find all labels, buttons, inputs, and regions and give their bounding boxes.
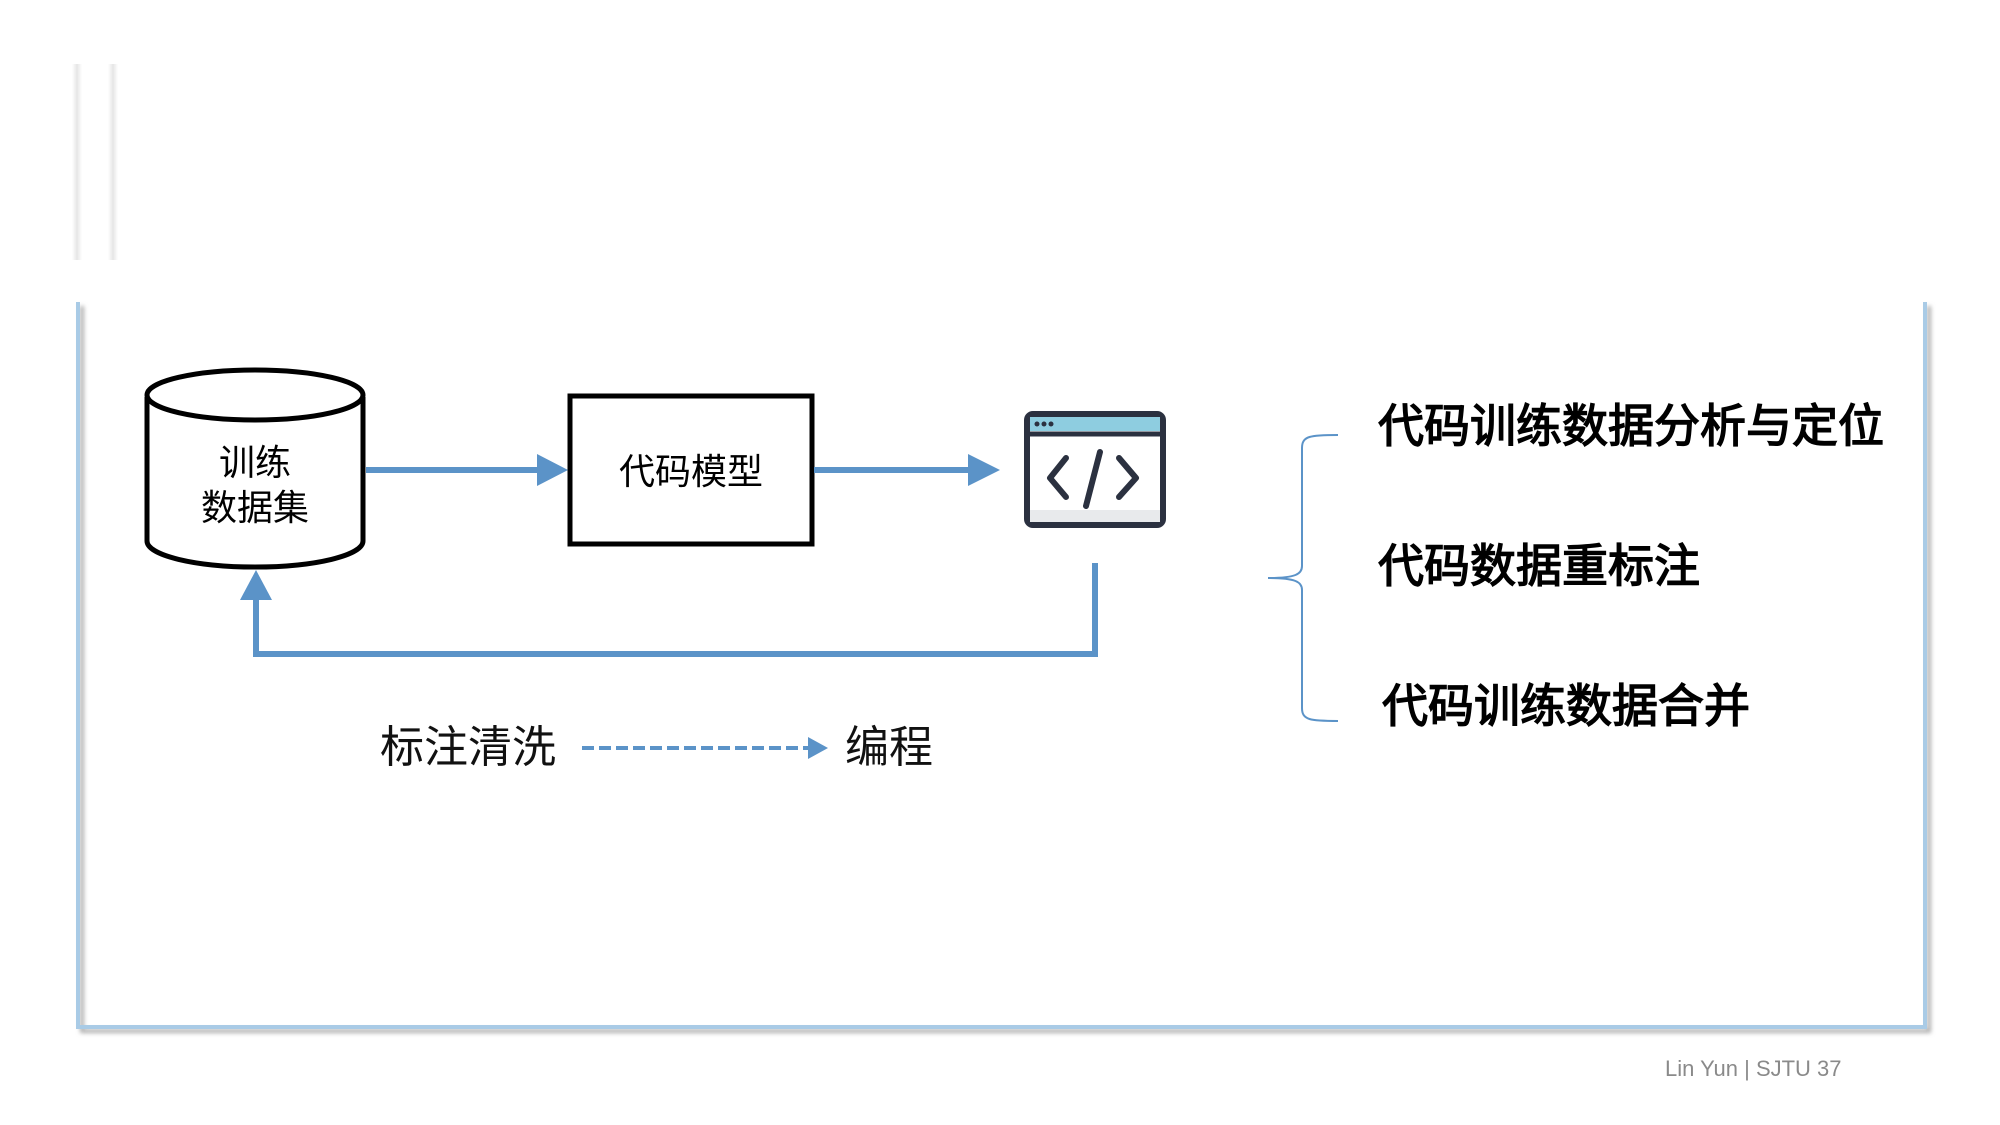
dataset-label-line1: 训练: [219, 443, 291, 484]
code-model-label: 代码模型: [619, 452, 763, 493]
legend-from-label: 标注清洗: [380, 722, 556, 773]
content-frame: [76, 302, 1927, 1029]
code-model-box: 代码模型: [567, 393, 815, 547]
legend-arrowhead: [808, 737, 828, 759]
slide-footer: Lin Yun | SJTU 37: [1665, 1056, 1842, 1081]
legend: 标注清洗 编程: [380, 722, 933, 773]
legend-to-label: 编程: [845, 722, 933, 773]
curly-brace: [1267, 434, 1339, 722]
dataset-cylinder: 训练 数据集: [144, 367, 366, 570]
brace-item-1: 代码训练数据分析与定位: [1377, 399, 1884, 453]
dataset-label-line2: 数据集: [201, 488, 309, 529]
code-window-icon: [1024, 411, 1166, 528]
brace-item-2: 代码数据重标注: [1377, 539, 1700, 593]
brace-item-3: 代码训练数据合并: [1381, 679, 1750, 733]
arrow-model-to-code: [814, 454, 1000, 486]
arrow-feedback-loop: [240, 563, 1098, 657]
arrow-dataset-to-model: [366, 454, 568, 486]
decorative-bar-left: [72, 64, 82, 260]
decorative-bar-right: [108, 64, 118, 260]
